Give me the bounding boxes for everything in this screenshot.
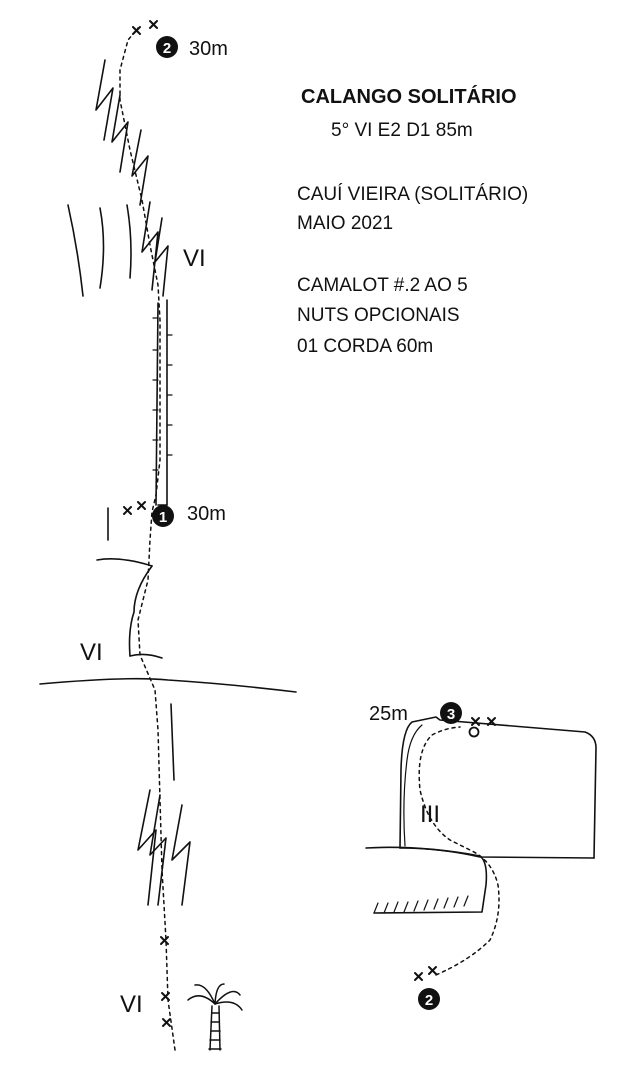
belay-2-length: 30m bbox=[189, 38, 228, 60]
bolt-marker bbox=[471, 717, 480, 726]
bolt-marker bbox=[161, 992, 170, 1001]
belay-2-start-marker: 2 bbox=[418, 988, 440, 1010]
bolt-marker bbox=[132, 26, 141, 35]
start-grade: VI bbox=[120, 991, 143, 1018]
belay-3-marker: 3 bbox=[440, 702, 462, 724]
pitch1-grade: VI bbox=[80, 639, 103, 666]
route-title: CALANGO SOLITÁRIO bbox=[301, 86, 517, 108]
palm-tree-icon bbox=[187, 983, 243, 1051]
bolt-marker bbox=[137, 501, 146, 510]
route-line-block bbox=[418, 726, 500, 976]
bolts-block bbox=[414, 717, 496, 981]
bolt-marker bbox=[149, 20, 158, 29]
bolt-marker bbox=[160, 936, 169, 945]
pitch3-grade: III bbox=[420, 801, 440, 828]
bolt-marker bbox=[123, 506, 132, 515]
bolts-main bbox=[123, 20, 171, 1027]
pitch2-grade: VI bbox=[183, 245, 206, 272]
route-line-main bbox=[119, 27, 176, 1051]
belay-2-marker: 2 bbox=[156, 36, 178, 58]
bolt-marker bbox=[414, 972, 423, 981]
belay-3-length: 25m bbox=[369, 703, 408, 725]
dihedral-crack bbox=[152, 299, 173, 506]
belay-1-length: 30m bbox=[187, 503, 226, 525]
belay-2-start-number: 2 bbox=[425, 992, 433, 1009]
bolt-marker bbox=[428, 966, 437, 975]
belay-2-number: 2 bbox=[163, 40, 171, 57]
bolt-marker bbox=[487, 717, 496, 726]
anchor-ring-icon bbox=[468, 726, 480, 738]
belay-3-number: 3 bbox=[447, 706, 455, 723]
belay-1-number: 1 bbox=[159, 509, 167, 526]
route-grade: 5° VI E2 D1 85m bbox=[331, 120, 473, 141]
belay-1-marker: 1 bbox=[152, 505, 174, 527]
gear-rope: 01 CORDA 60m bbox=[297, 336, 434, 357]
gear-nuts: NUTS OPCIONAIS bbox=[297, 305, 460, 326]
lower-block bbox=[365, 846, 488, 914]
lower-crack-lines bbox=[137, 789, 191, 906]
gear-camalots: CAMALOT #.2 AO 5 bbox=[297, 275, 468, 296]
bolt-marker bbox=[162, 1018, 171, 1027]
upper-crack-lines bbox=[95, 59, 169, 297]
slab-curves bbox=[67, 204, 132, 297]
lower-corner bbox=[39, 558, 297, 781]
ascent-date: MAIO 2021 bbox=[297, 213, 394, 234]
first-ascent: CAUÍ VIEIRA (SOLITÁRIO) bbox=[297, 184, 529, 205]
